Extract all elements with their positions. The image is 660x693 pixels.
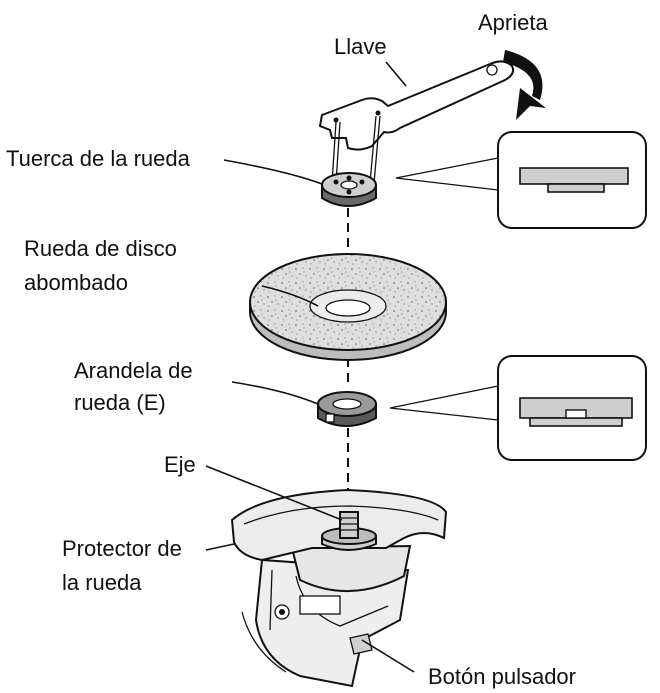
grinder-body	[230, 488, 448, 688]
push-button-label: Botón pulsador	[428, 664, 576, 689]
leader-lines	[205, 61, 415, 673]
washer-label-line2: rueda (E)	[74, 390, 166, 415]
tighten-arrow-icon	[503, 50, 546, 120]
washer-section-callout	[389, 355, 647, 461]
nut-section-callout	[395, 131, 647, 229]
tighten-label: Aprieta	[478, 10, 548, 35]
wheel-label-line1: Rueda de disco	[24, 236, 177, 261]
wheel-label-line2: abombado	[24, 270, 128, 295]
wrench	[318, 60, 515, 184]
wheel-nut-label: Tuerca de la rueda	[6, 146, 191, 171]
wrench-label: Llave	[334, 34, 387, 59]
wheel-washer	[317, 391, 377, 427]
guard-label-line2: la rueda	[62, 570, 142, 595]
guard-label-line1: Protector de	[62, 536, 182, 561]
washer-label-line1: Arandela de	[74, 358, 193, 383]
depressed-center-wheel	[249, 253, 447, 361]
spindle-label: Eje	[164, 452, 196, 477]
wheel-nut	[321, 172, 377, 207]
